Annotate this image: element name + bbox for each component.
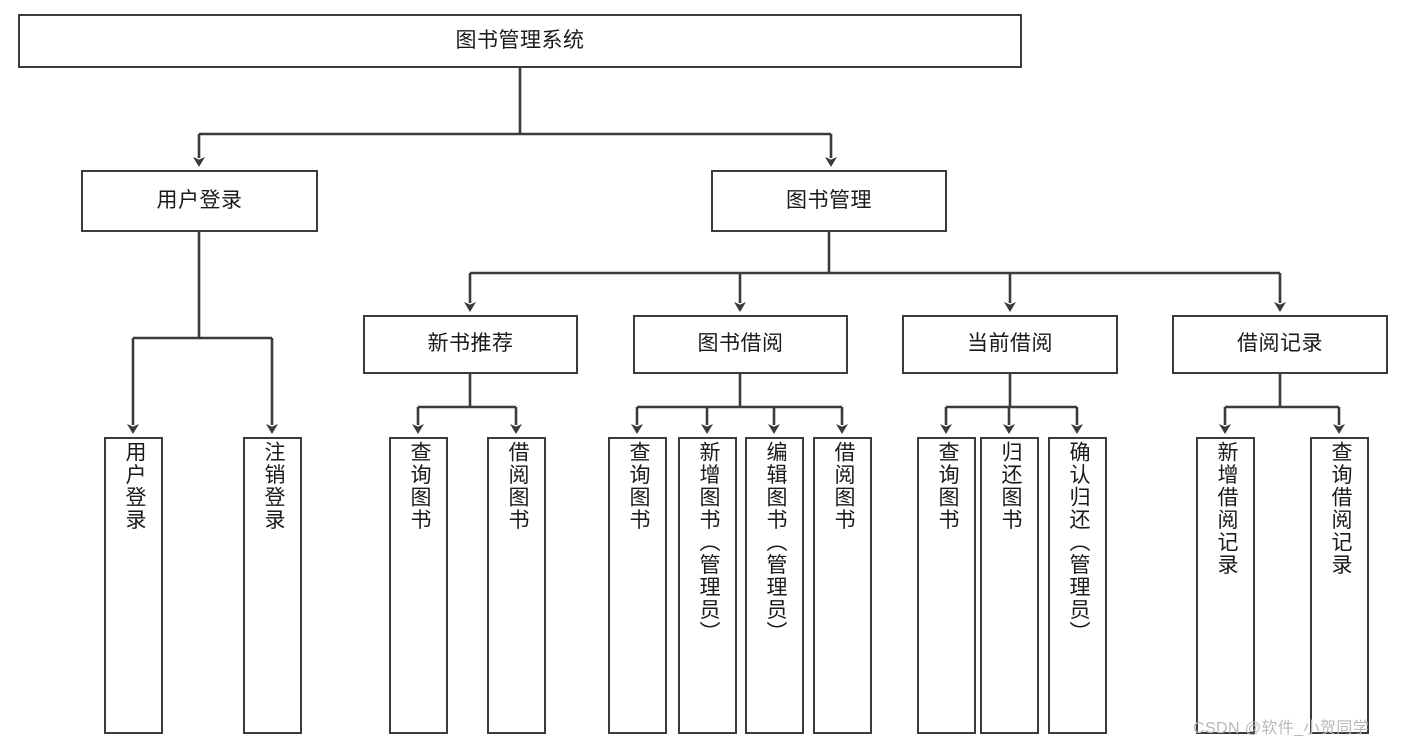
node-borrow-record[interactable]: 借阅记录	[1172, 315, 1388, 374]
leaf-query-book-3-label: 查询图书	[935, 441, 959, 531]
leaf-edit-book-admin[interactable]: 编辑图书（管理员）	[745, 437, 804, 734]
leaf-edit-book-admin-label: 编辑图书（管理员）	[763, 441, 787, 644]
node-book-borrow[interactable]: 图书借阅	[633, 315, 848, 374]
node-user-login-label: 用户登录	[156, 188, 243, 212]
leaf-query-book-3[interactable]: 查询图书	[917, 437, 976, 734]
leaf-user-login[interactable]: 用户登录	[104, 437, 163, 734]
leaf-query-book-2[interactable]: 查询图书	[608, 437, 667, 734]
leaf-confirm-return-admin-label: 确认归还（管理员）	[1066, 441, 1090, 644]
leaf-borrow-book-2[interactable]: 借阅图书	[813, 437, 872, 734]
leaf-add-book-admin-label: 新增图书（管理员）	[696, 441, 720, 644]
leaf-query-book-1-label: 查询图书	[407, 441, 431, 531]
leaf-borrow-book-1[interactable]: 借阅图书	[487, 437, 546, 734]
watermark-text: CSDN @软件_小贺同学	[1193, 720, 1370, 737]
node-current-borrow[interactable]: 当前借阅	[902, 315, 1118, 374]
leaf-borrow-book-2-label: 借阅图书	[831, 441, 855, 531]
node-current-borrow-label: 当前借阅	[967, 332, 1053, 356]
node-new-book-recommend[interactable]: 新书推荐	[363, 315, 578, 374]
leaf-query-borrow-record-label: 查询借阅记录	[1328, 441, 1352, 576]
leaf-return-book[interactable]: 归还图书	[980, 437, 1039, 734]
leaf-query-borrow-record[interactable]: 查询借阅记录	[1310, 437, 1369, 734]
node-user-login[interactable]: 用户登录	[81, 170, 318, 232]
leaf-user-login-label: 用户登录	[122, 441, 146, 531]
leaf-query-book-1[interactable]: 查询图书	[389, 437, 448, 734]
node-system-root-label: 图书管理系统	[455, 28, 585, 52]
node-borrow-record-label: 借阅记录	[1237, 332, 1323, 356]
leaf-query-book-2-label: 查询图书	[626, 441, 650, 531]
node-book-manage[interactable]: 图书管理	[711, 170, 947, 232]
leaf-return-book-label: 归还图书	[998, 441, 1022, 531]
leaf-add-borrow-record-label: 新增借阅记录	[1214, 441, 1238, 576]
leaf-user-logout-label: 注销登录	[261, 441, 285, 531]
node-book-manage-label: 图书管理	[786, 188, 872, 212]
node-book-borrow-label: 图书借阅	[697, 332, 784, 356]
leaf-user-logout[interactable]: 注销登录	[243, 437, 302, 734]
leaf-borrow-book-1-label: 借阅图书	[505, 441, 529, 531]
node-new-book-recommend-label: 新书推荐	[427, 332, 514, 356]
node-system-root[interactable]: 图书管理系统	[18, 14, 1022, 68]
leaf-confirm-return-admin[interactable]: 确认归还（管理员）	[1048, 437, 1107, 734]
leaf-add-borrow-record[interactable]: 新增借阅记录	[1196, 437, 1255, 734]
leaf-add-book-admin[interactable]: 新增图书（管理员）	[678, 437, 737, 734]
